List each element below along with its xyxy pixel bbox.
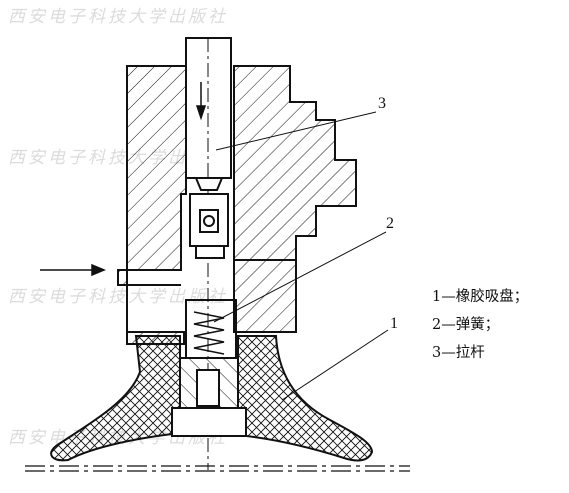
callout-3: 3: [378, 95, 386, 112]
leader-lines: [213, 111, 389, 401]
callout-1: 1: [390, 315, 398, 332]
air-flow-arrow: [40, 263, 106, 277]
legend: 1—橡胶吸盘； 2—弹簧； 3—拉杆: [432, 283, 566, 367]
spring: [185, 299, 237, 359]
cup-holder: [171, 357, 247, 437]
legend-item: 1—橡胶吸盘；: [432, 289, 529, 305]
watermark-text: 西安电子科技大学出版社: [8, 287, 228, 307]
callout-2: 2: [386, 215, 394, 232]
pull-rod: [185, 37, 232, 470]
legend-item: 2—弹簧；: [432, 317, 500, 333]
rubber-suction-cup: [50, 335, 374, 462]
valve-body: [117, 65, 357, 345]
watermark-text: 西安电子科技大学出版社: [8, 7, 228, 27]
rod-motion-arrow: [195, 82, 207, 121]
legend-item: 3—拉杆: [432, 345, 485, 361]
